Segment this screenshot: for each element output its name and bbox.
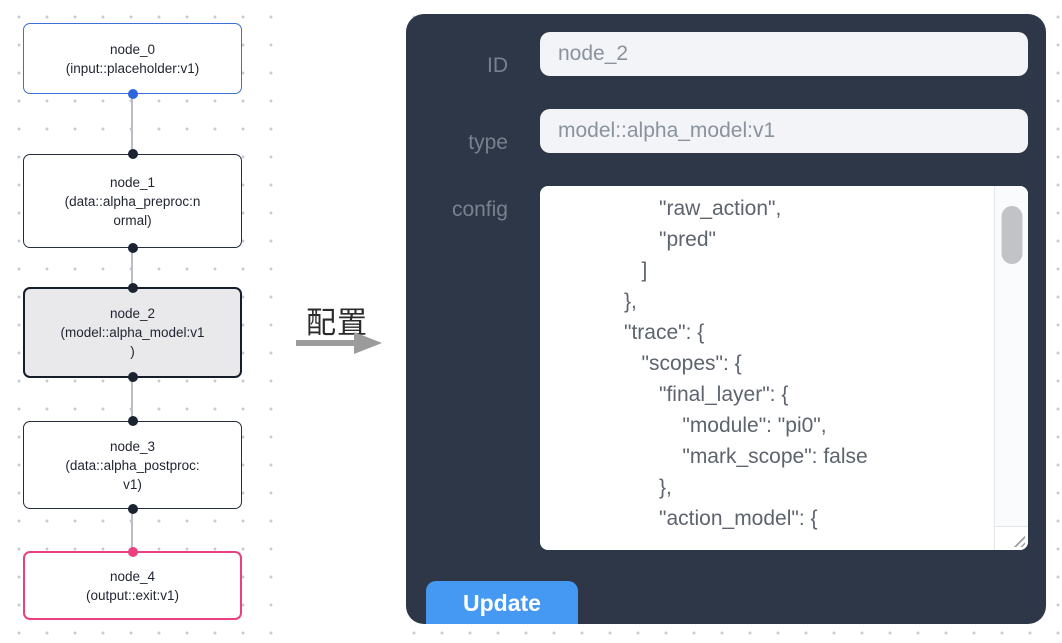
flow-node-node_2-selected[interactable]: node_2 (model::alpha_model:v1 ) (23, 283, 242, 382)
resize-grip-icon[interactable] (1011, 533, 1025, 547)
type-field-label: type (468, 131, 508, 154)
flow-node-node_3[interactable]: node_3 (data::alpha_postproc: v1) (23, 416, 242, 514)
output-port[interactable] (127, 372, 138, 382)
node-label: node_1 (data::alpha_preproc:n ormal) (64, 174, 201, 228)
node-label: node_4 (output::exit:v1) (85, 568, 180, 603)
config-textarea[interactable]: "raw_action", "pred" ] }, "trace": { "sc… (540, 186, 1028, 550)
node-config-panel: ID type config "raw_action", "pred" ] },… (406, 14, 1046, 624)
flow-node-node_0[interactable]: node_0 (input::placeholder:v1) (23, 23, 242, 99)
edge-node1-node2 (131, 248, 133, 287)
flow-node-node_1[interactable]: node_1 (data::alpha_preproc:n ormal) (23, 149, 242, 253)
node-label: node_3 (data::alpha_postproc: v1) (65, 438, 200, 492)
edge-node3-node4 (131, 509, 133, 551)
edge-node2-node3 (131, 378, 133, 421)
right-arrow-icon (296, 332, 382, 354)
node-label: node_2 (model::alpha_model:v1 ) (60, 306, 205, 359)
output-port[interactable] (127, 89, 138, 99)
config-scrollbar-corner (994, 526, 1028, 550)
input-port[interactable] (127, 283, 138, 293)
edge-node0-node1 (131, 94, 133, 154)
config-field-label: config (451, 198, 508, 221)
flow-node-node_4[interactable]: node_4 (output::exit:v1) (23, 547, 242, 620)
input-port[interactable] (127, 547, 138, 557)
config-editor: "raw_action", "pred" ] }, "trace": { "sc… (540, 186, 1028, 550)
arrow-head (354, 332, 382, 354)
id-input[interactable] (540, 32, 1028, 76)
config-scrollbar-thumb[interactable] (1001, 206, 1022, 264)
id-field-label: ID (487, 54, 508, 77)
update-button[interactable]: Update (426, 581, 578, 624)
output-port[interactable] (127, 243, 138, 253)
input-port[interactable] (127, 149, 138, 159)
arrow-shaft (296, 340, 354, 346)
input-port[interactable] (127, 416, 138, 426)
node-label: node_0 (input::placeholder:v1) (65, 41, 200, 76)
config-scrollbar-track[interactable] (994, 186, 1028, 550)
type-input[interactable] (540, 109, 1028, 153)
output-port[interactable] (127, 504, 138, 514)
